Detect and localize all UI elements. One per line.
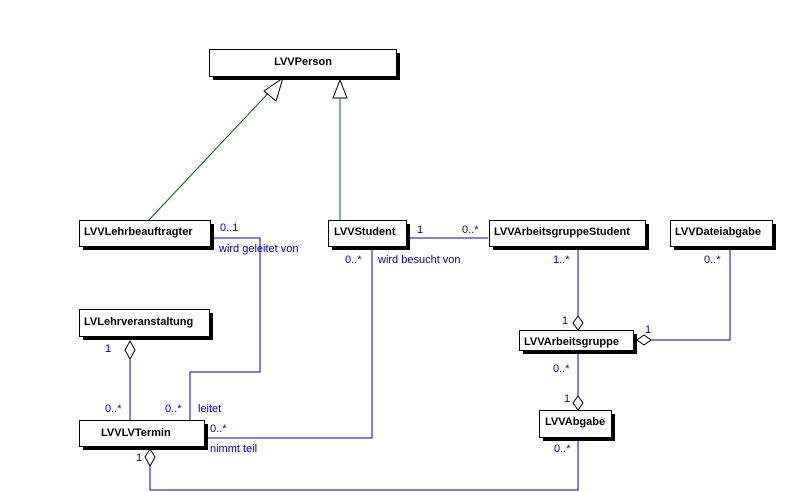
- inheritance-arrowhead-lehrbeauftragter: [263, 76, 284, 102]
- aggregation-termin-abgabe-line: [149, 441, 579, 491]
- inheritance-arrowhead-student: [332, 78, 348, 99]
- multiplicity-label: 1: [562, 315, 568, 327]
- role-label: leitet: [198, 403, 221, 415]
- class-name: LVLehrveranstaltung: [84, 316, 193, 328]
- class-name: LVVDateiabgabe: [675, 226, 761, 238]
- class-name: LVVLehrbeauftragter: [84, 226, 193, 238]
- multiplicity-label: 0..*: [554, 443, 571, 455]
- role-label: wird besucht von: [377, 254, 461, 266]
- class-lvlehrveranstaltung[interactable]: LVLehrveranstaltung: [79, 309, 214, 341]
- multiplicity-label: 1..*: [553, 254, 570, 266]
- multiplicity-label: 1: [564, 393, 570, 405]
- multiplicity-label: 1: [417, 224, 423, 236]
- multiplicity-label: 0..*: [704, 254, 721, 266]
- aggregation-diamond-arbeitsgruppe-right: [636, 334, 652, 346]
- class-lvvstudent[interactable]: LVVStudent: [328, 220, 411, 251]
- class-lvvlehrbeauftragter[interactable]: LVVLehrbeauftragter: [79, 220, 215, 251]
- class-lvvarbeitsgruppe[interactable]: LVVArbeitsgruppe: [519, 330, 638, 355]
- multiplicity-label: 1: [136, 452, 142, 464]
- class-lvvarbeitsgruppestudent[interactable]: LVVArbeitsgruppeStudent: [489, 220, 650, 251]
- generalization-edge-lehrbeauftragter: [147, 86, 275, 222]
- association-leitet-line: [189, 237, 261, 420]
- class-lvvperson[interactable]: LVVPerson: [209, 49, 401, 81]
- aggregation-diamond-arbeitsgruppe-top: [572, 315, 584, 331]
- multiplicity-label: 0..*: [553, 363, 570, 375]
- multiplicity-label: 0..*: [462, 224, 479, 236]
- multiplicity-label: 0..*: [105, 403, 122, 415]
- class-lvvabgabe[interactable]: LVVAbgabe: [539, 410, 616, 442]
- association-nimmt-teil-line: [208, 250, 373, 439]
- class-name: LVVAbgabe: [545, 416, 605, 428]
- class-name: LVVPerson: [274, 56, 332, 68]
- multiplicity-label: 1: [645, 324, 651, 336]
- role-label: wird geleitet von: [218, 243, 299, 255]
- multiplicity-label: 0..*: [345, 254, 362, 266]
- aggregation-dateiabgabe-line: [651, 250, 731, 341]
- role-label: nimmt teil: [210, 443, 257, 455]
- aggregation-diamond-lehrveranstaltung: [124, 339, 136, 361]
- multiplicity-label: 0..*: [210, 423, 227, 435]
- class-lvvdateiabgabe[interactable]: LVVDateiabgabe: [670, 220, 777, 251]
- class-name: LVVLVTermin: [101, 427, 171, 439]
- role-label: 0..1: [220, 222, 238, 234]
- multiplicity-label: 1: [105, 343, 111, 355]
- aggregation-diamond-termin-bottom: [144, 448, 156, 468]
- class-name: LVVArbeitsgruppe: [524, 336, 619, 348]
- class-name: LVVArbeitsgruppeStudent: [494, 226, 630, 238]
- class-name: LVVStudent: [334, 226, 396, 238]
- aggregation-diamond-abgabe-top: [572, 395, 584, 411]
- multiplicity-label: 0..*: [165, 403, 182, 415]
- class-lvvlvtermin[interactable]: LVVLVTermin: [79, 420, 209, 451]
